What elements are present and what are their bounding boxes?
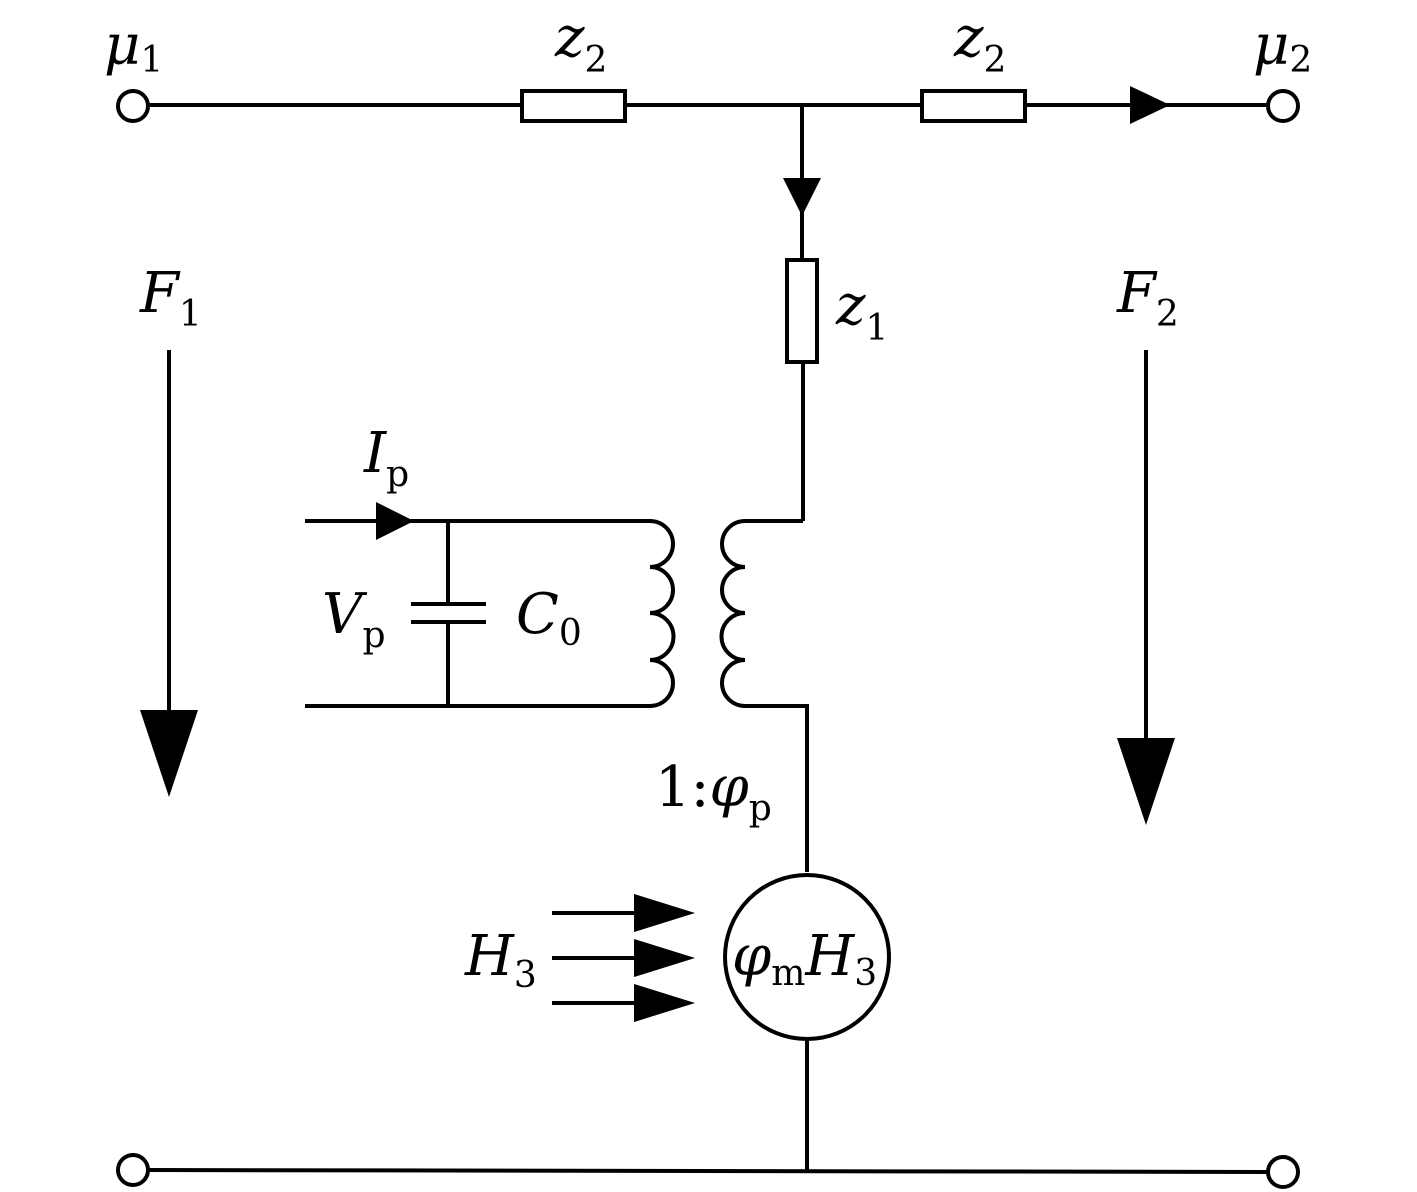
force-arrow-right-head bbox=[1117, 738, 1175, 825]
terminal-top-right bbox=[1266, 89, 1300, 123]
voltage-label: Vp bbox=[322, 582, 386, 656]
series-impedance-right bbox=[920, 89, 1027, 123]
transformer-ratio-label: 1:φp bbox=[655, 755, 772, 829]
field-arrow-head-1 bbox=[634, 894, 695, 932]
terminal-top-left bbox=[116, 89, 150, 123]
magnetic-source-circle bbox=[723, 873, 891, 1041]
transformer-primary-coil bbox=[305, 519, 676, 708]
terminal-bottom-right bbox=[1266, 1155, 1300, 1189]
terminal-bottom-left bbox=[116, 1153, 150, 1187]
port2-label: μ2 bbox=[1253, 13, 1312, 81]
top-current-arrow bbox=[1130, 86, 1170, 124]
field-input-label: H3 bbox=[464, 924, 537, 996]
current-label: Ip bbox=[363, 421, 409, 495]
shunt-impedance-label: z1 bbox=[835, 273, 888, 349]
series-impedance-left-label: z2 bbox=[554, 5, 607, 81]
port1-label: μ1 bbox=[104, 13, 163, 81]
force-arrow-left-head bbox=[140, 710, 198, 797]
force-left-label: F1 bbox=[139, 261, 202, 335]
field-arrow-head-2 bbox=[634, 939, 695, 977]
source-label: φmH3 bbox=[732, 924, 877, 994]
series-impedance-left bbox=[520, 89, 627, 123]
field-arrow-head-3 bbox=[634, 984, 695, 1022]
force-right-label: F2 bbox=[1116, 261, 1179, 335]
capacitance-label: C0 bbox=[516, 582, 582, 654]
bottom-wire bbox=[147, 1168, 1269, 1174]
shunt-impedance bbox=[785, 258, 819, 364]
transformer-secondary-coil bbox=[719, 519, 807, 708]
series-impedance-right-label: z2 bbox=[953, 5, 1006, 81]
input-current-arrow bbox=[376, 502, 414, 540]
shunt-current-arrow bbox=[783, 178, 821, 216]
